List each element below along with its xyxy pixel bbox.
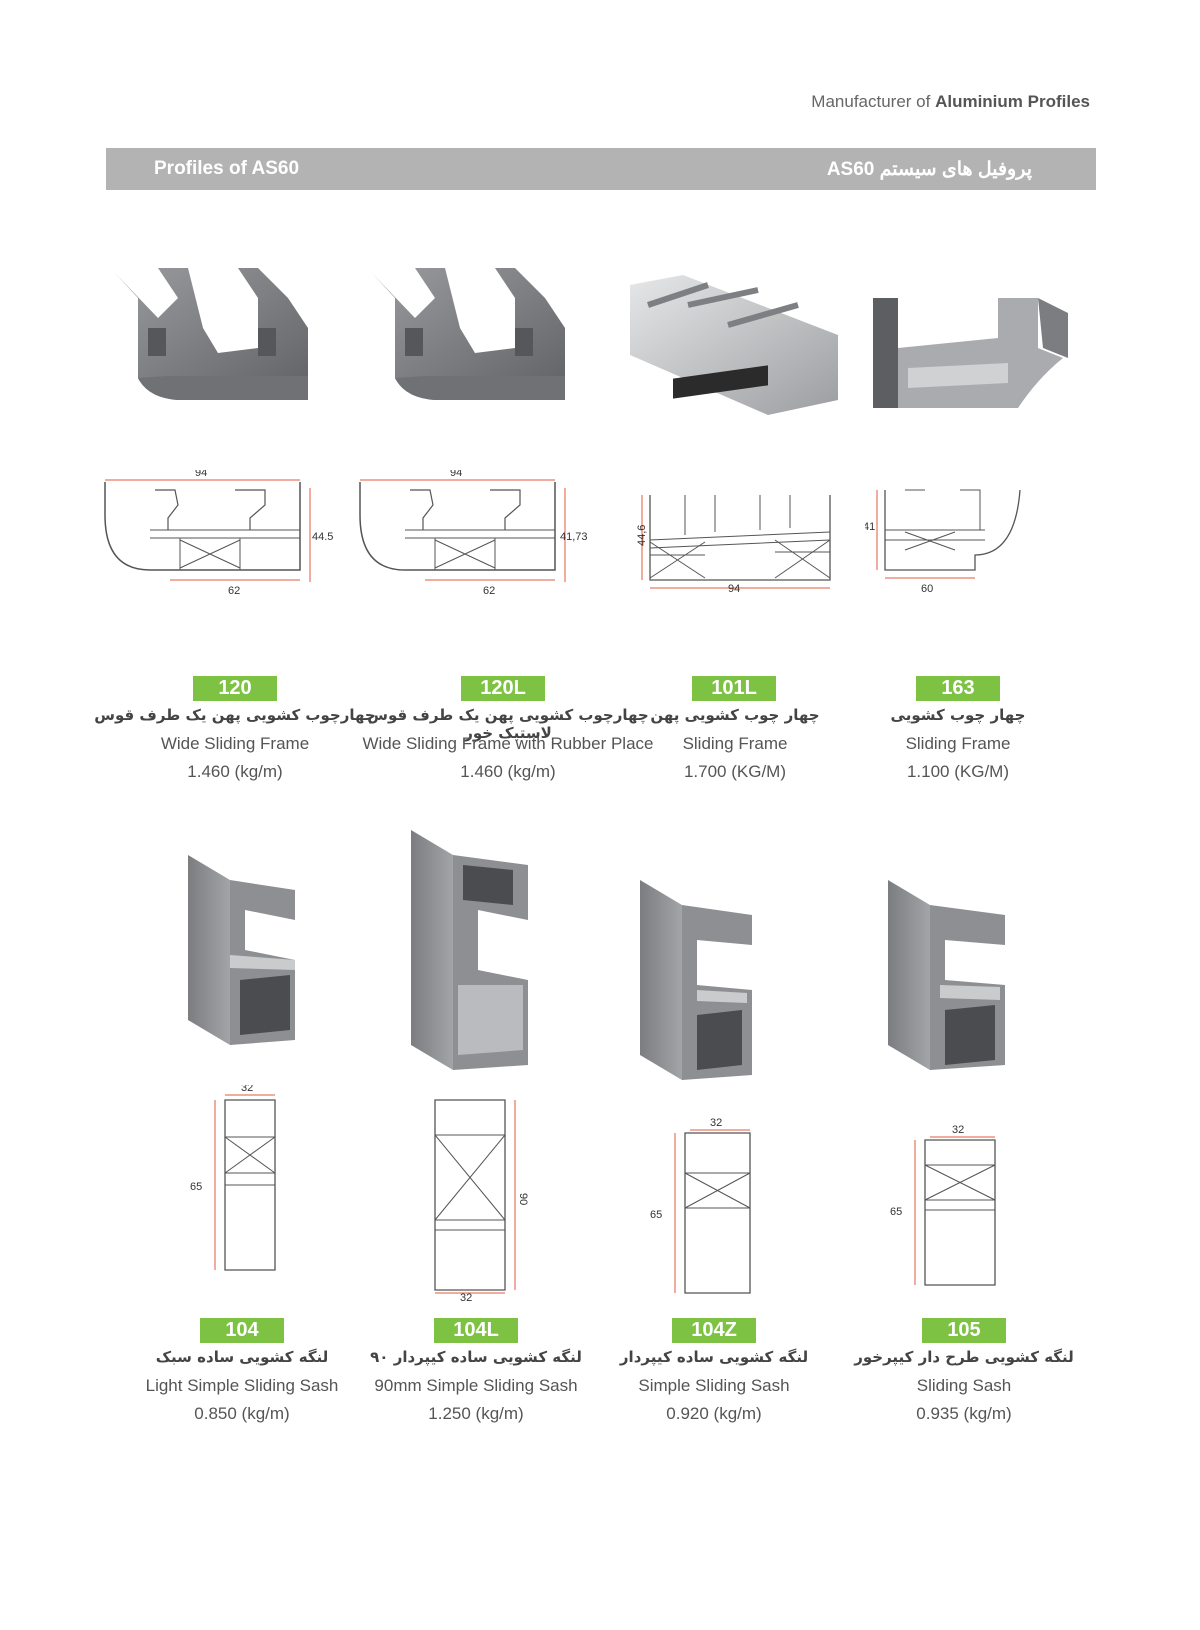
- dim-120-base: 62: [228, 585, 240, 597]
- dim-120-width: 94: [195, 470, 207, 479]
- profile-image-104L: [411, 830, 528, 1070]
- name-en-105: Sliding Sash: [916, 1376, 1012, 1395]
- name-en-120: Wide Sliding Frame: [160, 734, 310, 753]
- weight-163: 1.100 (KG/M): [906, 762, 1010, 781]
- name-fa-120: چهارچوب کشویی پهن یک طرف قوس: [94, 706, 376, 724]
- profile-image-104: [188, 855, 295, 1045]
- code-badge-120L: 120L: [461, 676, 545, 701]
- name-en-101L: Sliding Frame: [682, 734, 788, 753]
- dim-104Z-height: 65: [650, 1209, 662, 1221]
- profile-image-163: [873, 298, 1068, 408]
- dim-104-height: 65: [190, 1181, 202, 1193]
- dim-105-width: 32: [952, 1125, 964, 1136]
- weight-101L: 1.700 (KG/M): [683, 762, 787, 781]
- drawing-104Z: 32 65: [650, 1118, 751, 1294]
- weight-120L: 1.460 (kg/m): [460, 762, 556, 781]
- drawing-104L: 90 32: [434, 1099, 529, 1304]
- code-badge-163: 163: [916, 676, 1000, 701]
- code-badge-104: 104: [200, 1318, 284, 1343]
- dim-105-height: 65: [890, 1206, 902, 1218]
- name-fa-120L: چهارچوب کشویی پهن یک طرف قوس لاستیک خور: [367, 706, 649, 742]
- profile-image-105: [888, 880, 1005, 1070]
- drawing-105: 32 65: [890, 1125, 996, 1286]
- dim-101L-height: 44,6: [636, 525, 648, 546]
- dim-104-width: 32: [241, 1085, 253, 1094]
- dim-104L-height: 90: [517, 1193, 529, 1205]
- profile-image-104Z: [640, 880, 752, 1080]
- weight-104: 0.850 (kg/m): [194, 1404, 290, 1423]
- brand-bold: Aluminium Profiles: [935, 92, 1090, 111]
- dim-163-height: 41: [865, 521, 875, 533]
- name-fa-104Z: لنگه کشویی ساده کیپردار: [619, 1348, 809, 1366]
- name-en-104Z: Simple Sliding Sash: [638, 1376, 790, 1395]
- dim-120L-base: 62: [483, 585, 495, 597]
- drawing-120: 94 44.5 62: [104, 470, 333, 597]
- dim-104Z-width: 32: [710, 1118, 722, 1129]
- profile-image-120L: [371, 268, 565, 400]
- weight-120: 1.460 (kg/m): [187, 762, 283, 781]
- code-badge-104L: 104L: [434, 1318, 518, 1343]
- name-fa-104: لنگه کشویی ساده سبک: [155, 1348, 329, 1366]
- dim-104L-width: 32: [460, 1292, 472, 1304]
- code-badge-105: 105: [922, 1318, 1006, 1343]
- weight-104Z: 0.920 (kg/m): [666, 1404, 762, 1423]
- code-badge-101L: 101L: [692, 676, 776, 701]
- weight-104L: 1.250 (kg/m): [428, 1404, 524, 1423]
- drawing-163: 41 60: [865, 489, 1021, 595]
- dim-101L-width: 94: [728, 583, 740, 595]
- name-en-120L: Wide Sliding Frame with Rubber Place: [362, 734, 654, 753]
- name-en-104L: 90mm Simple Sliding Sash: [374, 1376, 578, 1395]
- drawing-120L: 94 41,73 62: [359, 470, 588, 597]
- profile-image-101L: [630, 275, 838, 415]
- name-fa-104L: لنگه کشویی ساده کیپردار ۹۰: [370, 1348, 582, 1366]
- code-badge-104Z: 104Z: [672, 1318, 756, 1343]
- section-title-fa: پروفیل های سیستم AS60: [826, 159, 1032, 180]
- name-en-163: Sliding Frame: [905, 734, 1011, 753]
- profile-image-120: [114, 268, 308, 400]
- section-title-en: Profiles of AS60: [154, 158, 300, 179]
- brand-tagline: Manufacturer of Aluminium Profiles: [811, 92, 1090, 112]
- brand-prefix: Manufacturer of: [811, 92, 936, 111]
- code-badge-120: 120: [193, 676, 277, 701]
- dim-120-height: 44.5: [312, 531, 333, 543]
- name-fa-105: لنگه کشویی طرح دار کیپرخور: [854, 1348, 1074, 1366]
- name-fa-101L: چهار چوب کشویی پهن: [650, 706, 820, 724]
- section-band: Profiles of AS60 پروفیل های سیستم AS60: [106, 148, 1096, 190]
- dim-120L-height: 41,73: [560, 531, 588, 543]
- weight-105: 0.935 (kg/m): [916, 1404, 1012, 1423]
- dim-163-width: 60: [921, 583, 933, 595]
- name-en-104: Light Simple Sliding Sash: [145, 1376, 339, 1395]
- dim-120L-width: 94: [450, 470, 462, 479]
- drawing-104: 32 65: [190, 1085, 276, 1271]
- drawing-101L: 44,6 94: [636, 495, 831, 595]
- name-fa-163: چهار چوب کشویی: [890, 706, 1026, 724]
